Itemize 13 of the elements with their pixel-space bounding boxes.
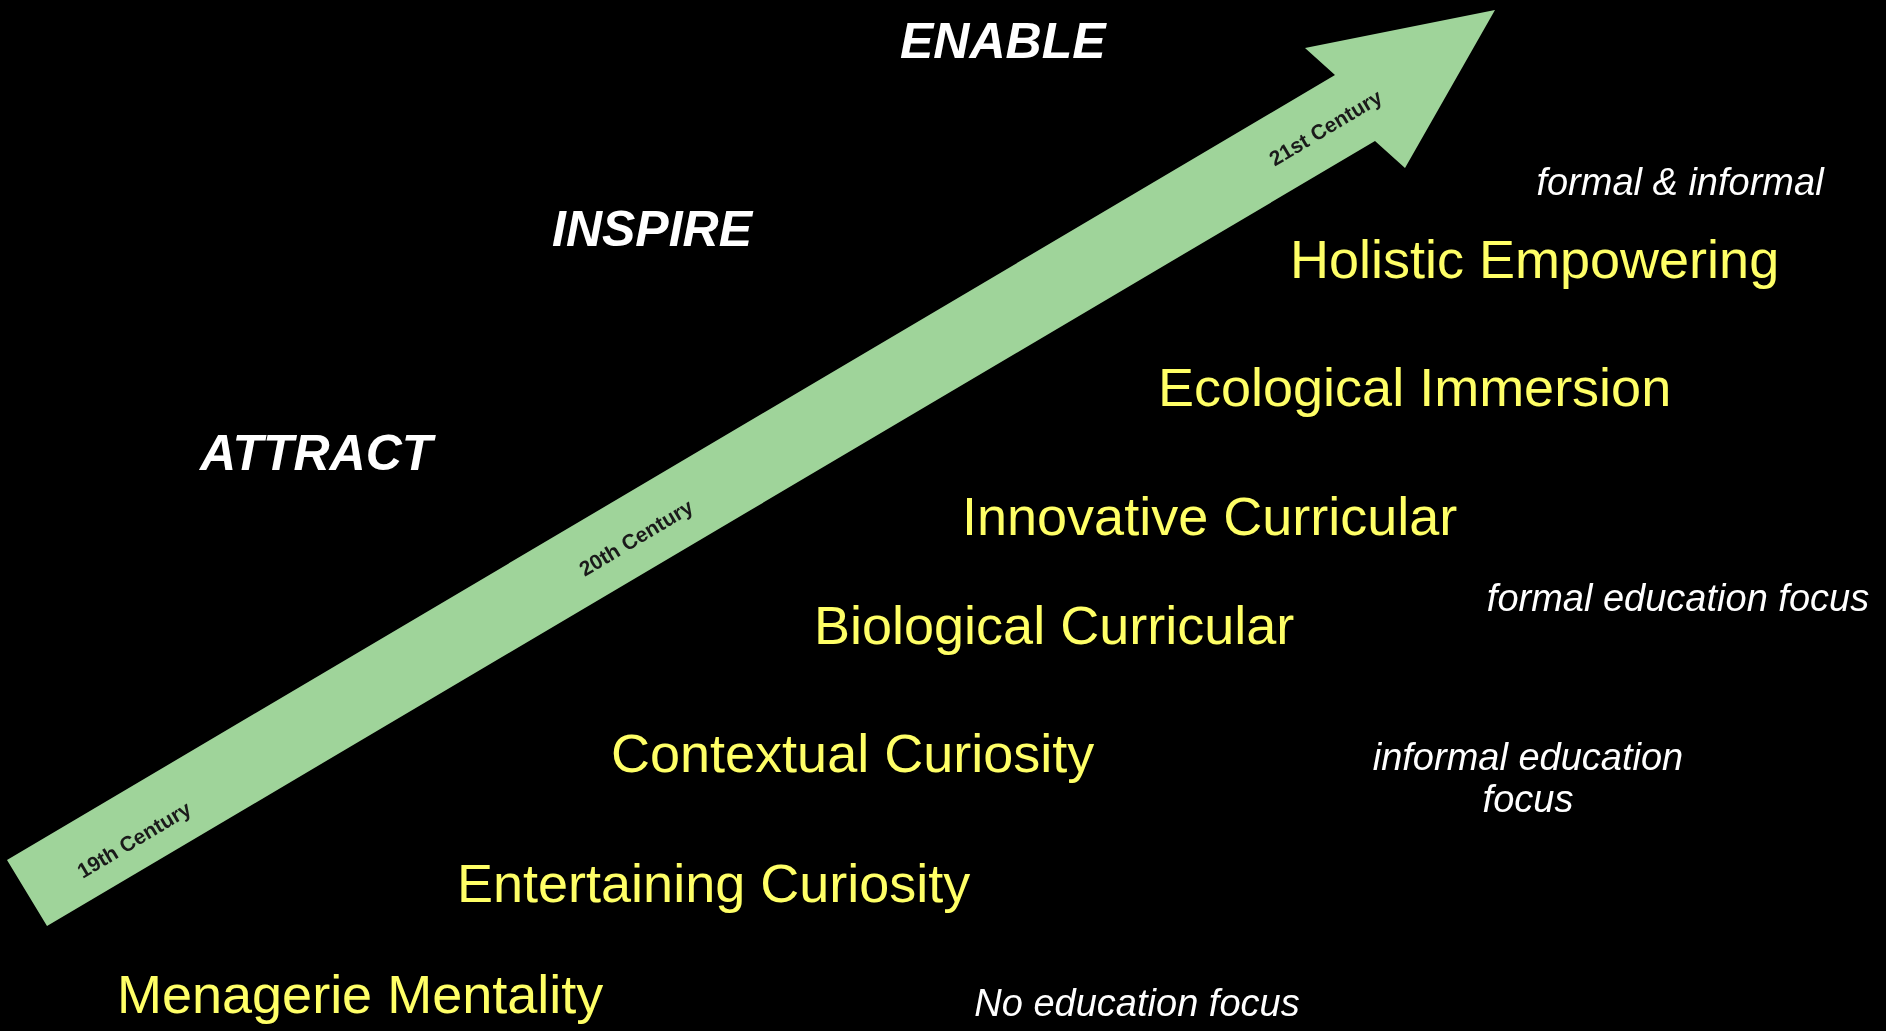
stage-label: Innovative Curricular	[962, 487, 1458, 547]
stage-label: Biological Curricular	[814, 596, 1295, 656]
heading-text: ENABLE	[900, 14, 1106, 69]
heading-text: INSPIRE	[552, 202, 753, 257]
note-text: No education focus	[973, 983, 1301, 1025]
note-text: formal & informal	[1535, 162, 1826, 204]
stage-label: Menagerie Mentality	[117, 965, 604, 1025]
stage-label: Holistic Empowering	[1290, 230, 1780, 290]
stage-label: Contextual Curiosity	[611, 724, 1095, 784]
stage-label: Entertaining Curiosity	[457, 854, 971, 914]
note-text: formal education focus	[1485, 578, 1871, 620]
stage-label: Ecological Immersion	[1158, 358, 1672, 418]
note-text: informal education focus	[1371, 737, 1685, 821]
